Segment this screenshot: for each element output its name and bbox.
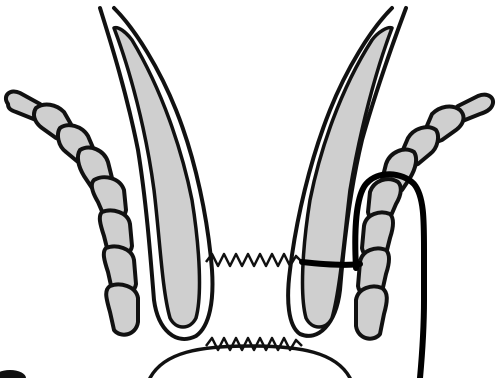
right-segment-8 [356, 287, 387, 339]
suture-horizontal-pass [302, 262, 360, 265]
